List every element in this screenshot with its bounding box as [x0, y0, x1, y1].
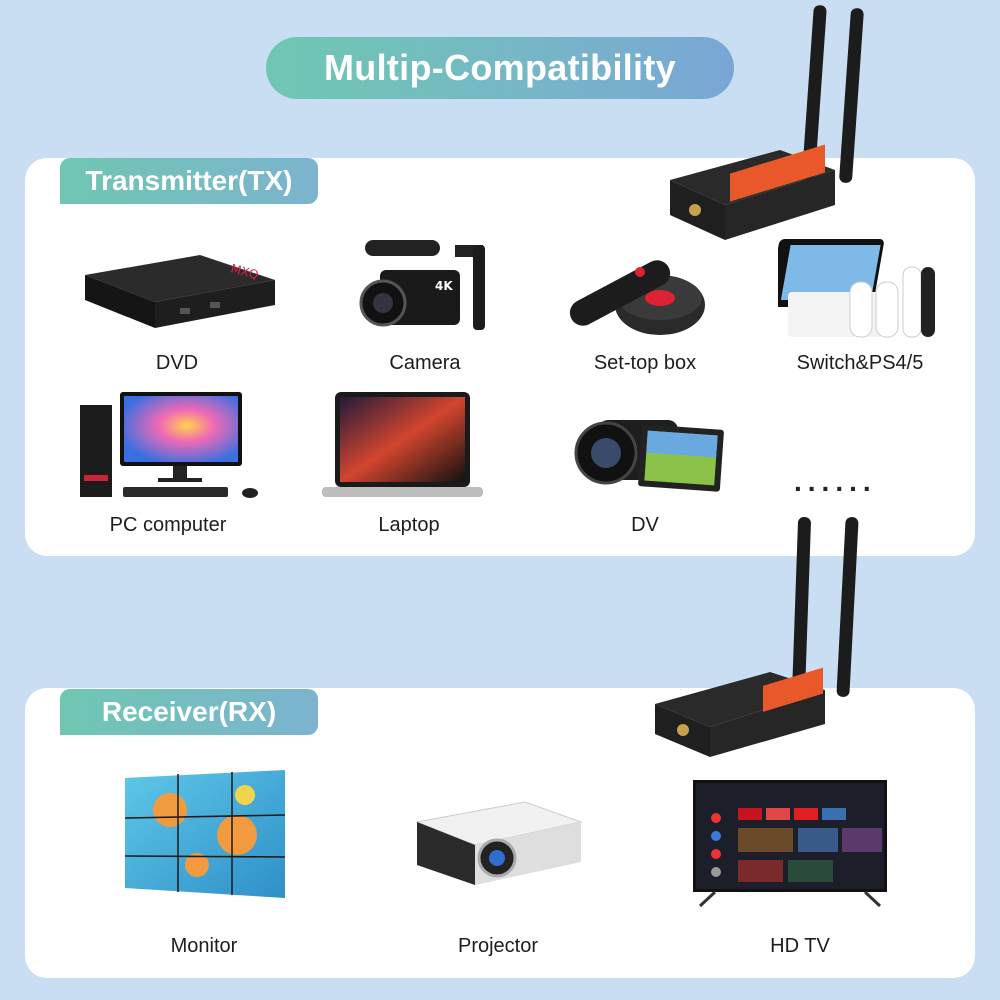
game-console-icon — [778, 239, 935, 338]
device-label-laptop: Laptop — [378, 514, 440, 536]
receiver-tag: Receiver(RX) — [60, 689, 318, 735]
device-label-dvd: DVD — [155, 352, 199, 374]
video-wall-icon — [125, 770, 285, 898]
transmitter-unit-icon — [670, 5, 864, 240]
laptop-icon — [322, 392, 483, 497]
svg-text:4K: 4K — [435, 279, 453, 293]
desktop-pc-icon — [80, 392, 258, 498]
handycam-icon — [574, 420, 724, 492]
set-top-box-icon — [569, 260, 705, 335]
device-label-projector: Projector — [457, 935, 539, 957]
more-devices-ellipsis: ...... — [794, 466, 877, 497]
receiver-unit-icon — [655, 517, 859, 757]
projector-icon — [415, 801, 583, 885]
smart-tv-icon — [693, 780, 887, 908]
device-label-pc: PC computer — [109, 514, 227, 536]
device-label-camera: Camera — [389, 352, 461, 374]
device-label-set-top-box: Set-top box — [593, 352, 697, 374]
tv-box-icon: MXQ — [85, 255, 275, 328]
device-label-hdtv: HD TV — [770, 935, 830, 957]
device-label-switch: Switch&PS4/5 — [796, 352, 924, 374]
transmitter-tag: Transmitter(TX) — [60, 158, 318, 204]
device-label-monitor: Monitor — [170, 935, 238, 957]
camcorder-icon: 4K — [359, 240, 485, 330]
device-label-dv: DV — [631, 514, 659, 536]
page-title: Multip-Compatibility — [266, 37, 734, 99]
